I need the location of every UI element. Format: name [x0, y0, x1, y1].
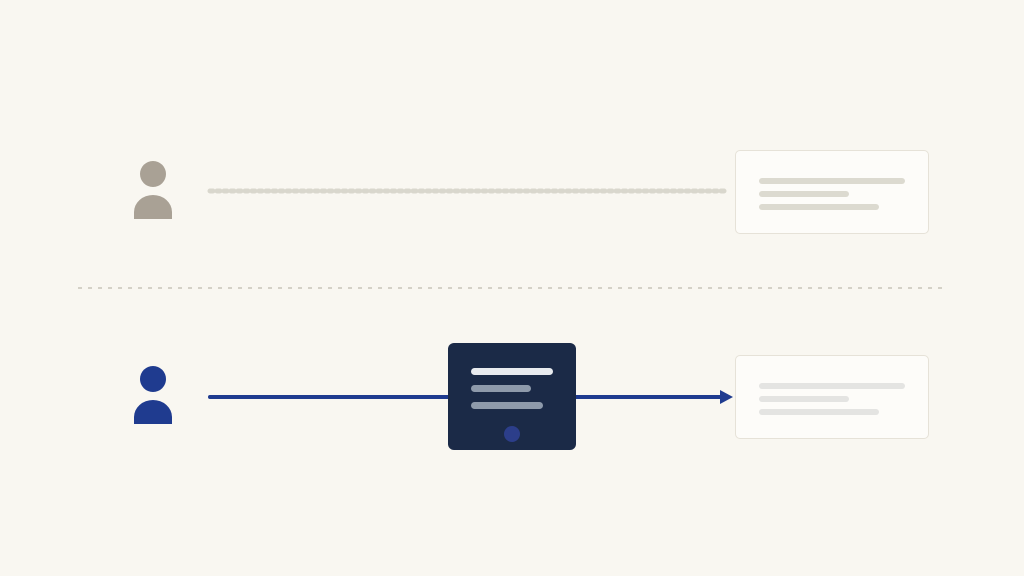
- inactive-person-icon: [134, 161, 172, 219]
- active-document-card: [735, 355, 929, 439]
- hub-status-dot-icon: [504, 426, 520, 442]
- hub-text-line: [471, 385, 531, 392]
- active-person-icon: [134, 366, 172, 424]
- card-text-line: [759, 383, 905, 389]
- card-text-line: [759, 178, 905, 184]
- arrowhead-icon: [720, 390, 733, 404]
- card-text-line: [759, 204, 879, 210]
- card-text-line: [759, 409, 879, 415]
- card-text-line: [759, 191, 849, 197]
- hub-text-line: [471, 368, 553, 375]
- document-hub: [448, 343, 576, 450]
- inactive-document-card: [735, 150, 929, 234]
- hub-text-line: [471, 402, 543, 409]
- card-text-line: [759, 396, 849, 402]
